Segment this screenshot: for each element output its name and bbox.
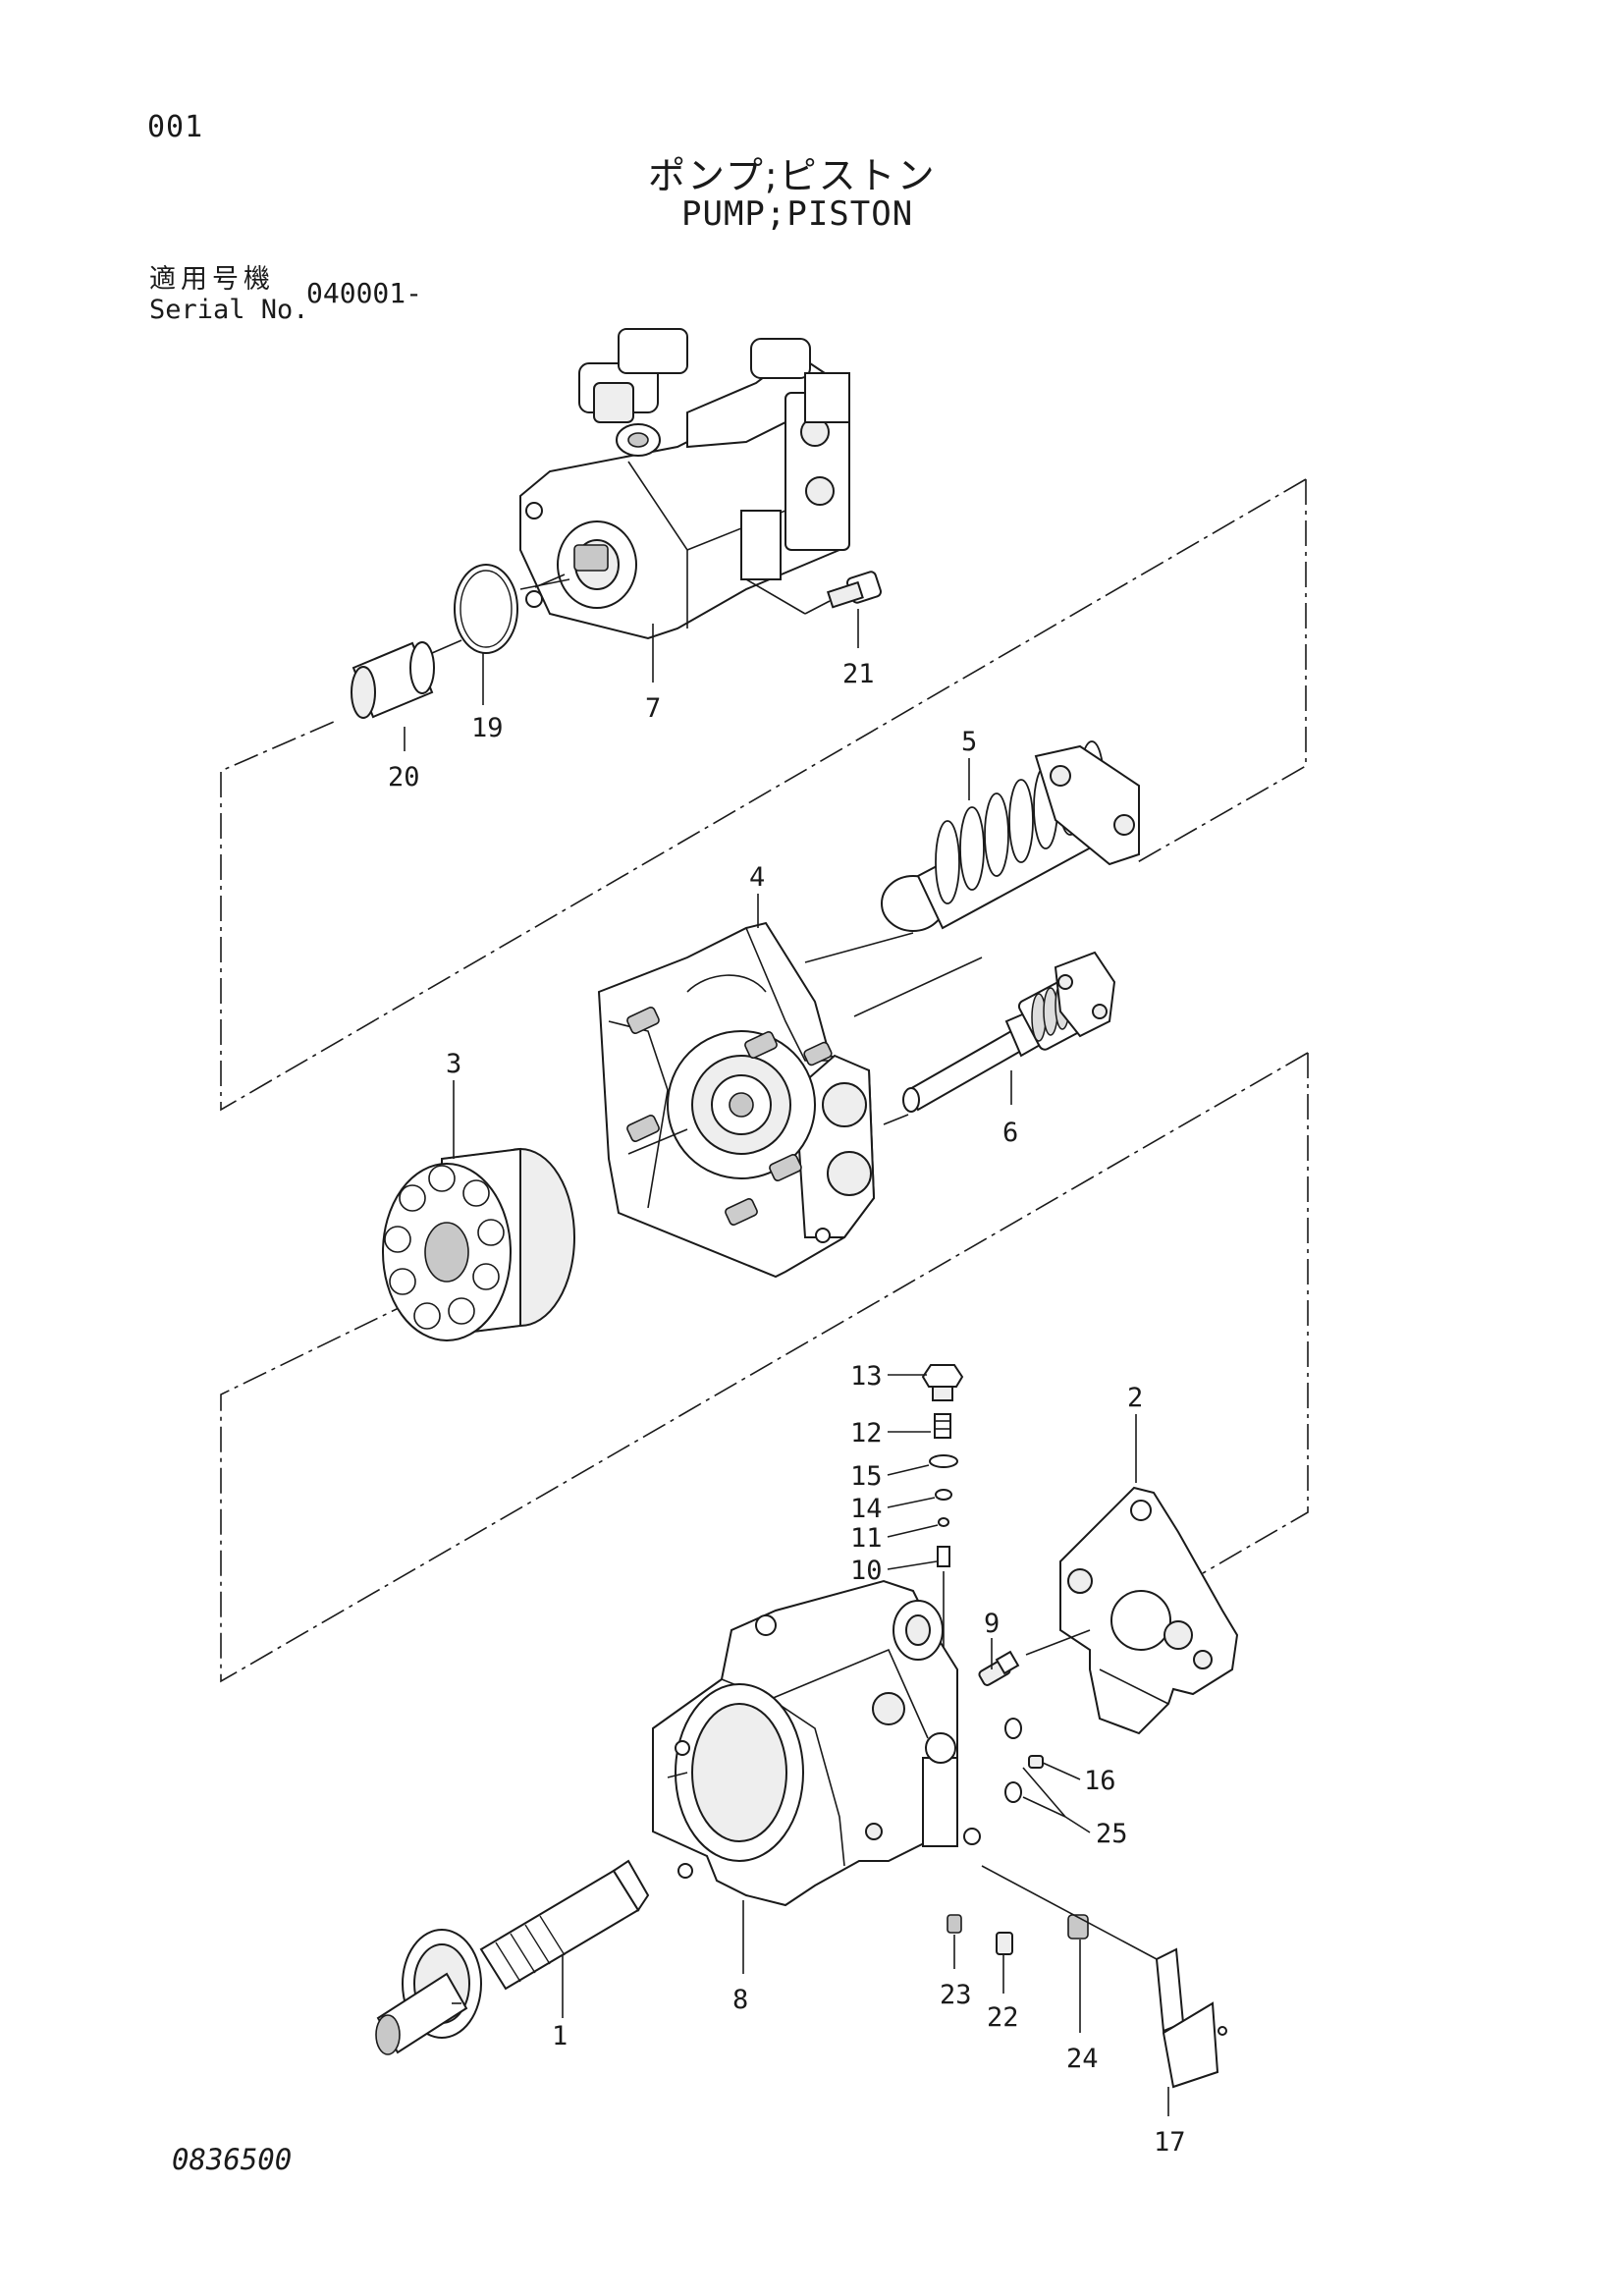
callout-5: 5: [961, 727, 977, 757]
callout-12: 12: [850, 1418, 883, 1449]
callout-24: 24: [1066, 2044, 1099, 2074]
part-5-spring-assembly: [804, 740, 1140, 963]
page-title-japanese: ポンプ;ピストン: [648, 154, 937, 197]
callout-7: 7: [645, 693, 661, 724]
callout-22: 22: [987, 2002, 1019, 2033]
part-6-piston-assembly: [902, 951, 1116, 1113]
callout-8: 8: [732, 1985, 748, 2015]
callout-6: 6: [1002, 1118, 1018, 1148]
callout-19: 19: [471, 713, 504, 743]
parts-16-25-plugs: [1004, 1718, 1066, 1818]
serial-number-value: 040001-: [306, 277, 423, 309]
callout-21: 21: [842, 659, 875, 689]
part-7-pump-assembly: [519, 328, 850, 640]
serial-label-english: Serial No.: [149, 295, 309, 325]
part-17-nameplate: [981, 1865, 1227, 2089]
callout-20: 20: [388, 762, 420, 793]
callout-15: 15: [850, 1461, 883, 1492]
page-title-english: PUMP;PISTON: [681, 194, 914, 234]
parts-22-23-24-plugs: [947, 1914, 1089, 1955]
callout-17: 17: [1154, 2127, 1186, 2158]
callout-2: 2: [1127, 1383, 1143, 1413]
part-21-bolt: [745, 571, 882, 615]
part-19-o-ring: [454, 564, 566, 654]
part-2-bracket: [1025, 1486, 1239, 1735]
callout-13: 13: [850, 1361, 883, 1392]
part-9-fitting: [978, 1650, 1020, 1686]
serial-label-japanese: 適用号機: [149, 264, 275, 295]
part-1-drive-shaft: [375, 1859, 650, 2055]
callout-numbers: 1 2 3 4 5 6 7 8 9 10 11 12 13 14 15 16 1…: [388, 659, 1186, 2158]
callout-14: 14: [850, 1494, 883, 1524]
callout-16: 16: [1084, 1766, 1116, 1796]
document-number: 0836500: [172, 2143, 293, 2176]
callout-11: 11: [850, 1523, 883, 1554]
callout-leader-lines: [404, 609, 1169, 2116]
part-3-cylinder-block: [382, 1147, 575, 1341]
callout-3: 3: [446, 1049, 461, 1079]
callout-1: 1: [552, 2021, 568, 2051]
callout-10: 10: [850, 1556, 883, 1586]
callout-23: 23: [940, 1980, 972, 2010]
callout-25: 25: [1096, 1819, 1128, 1849]
part-8-casing: [652, 1579, 981, 1907]
part-20-bushing: [351, 639, 462, 719]
parts-10-to-15-valve-stack: [921, 1364, 964, 1738]
callout-9: 9: [984, 1609, 1000, 1639]
sheet-number: 001: [147, 110, 204, 144]
part-4-housing: [597, 921, 983, 1279]
callout-4: 4: [749, 862, 765, 893]
assembly-boundary-lines: [220, 478, 1309, 1683]
